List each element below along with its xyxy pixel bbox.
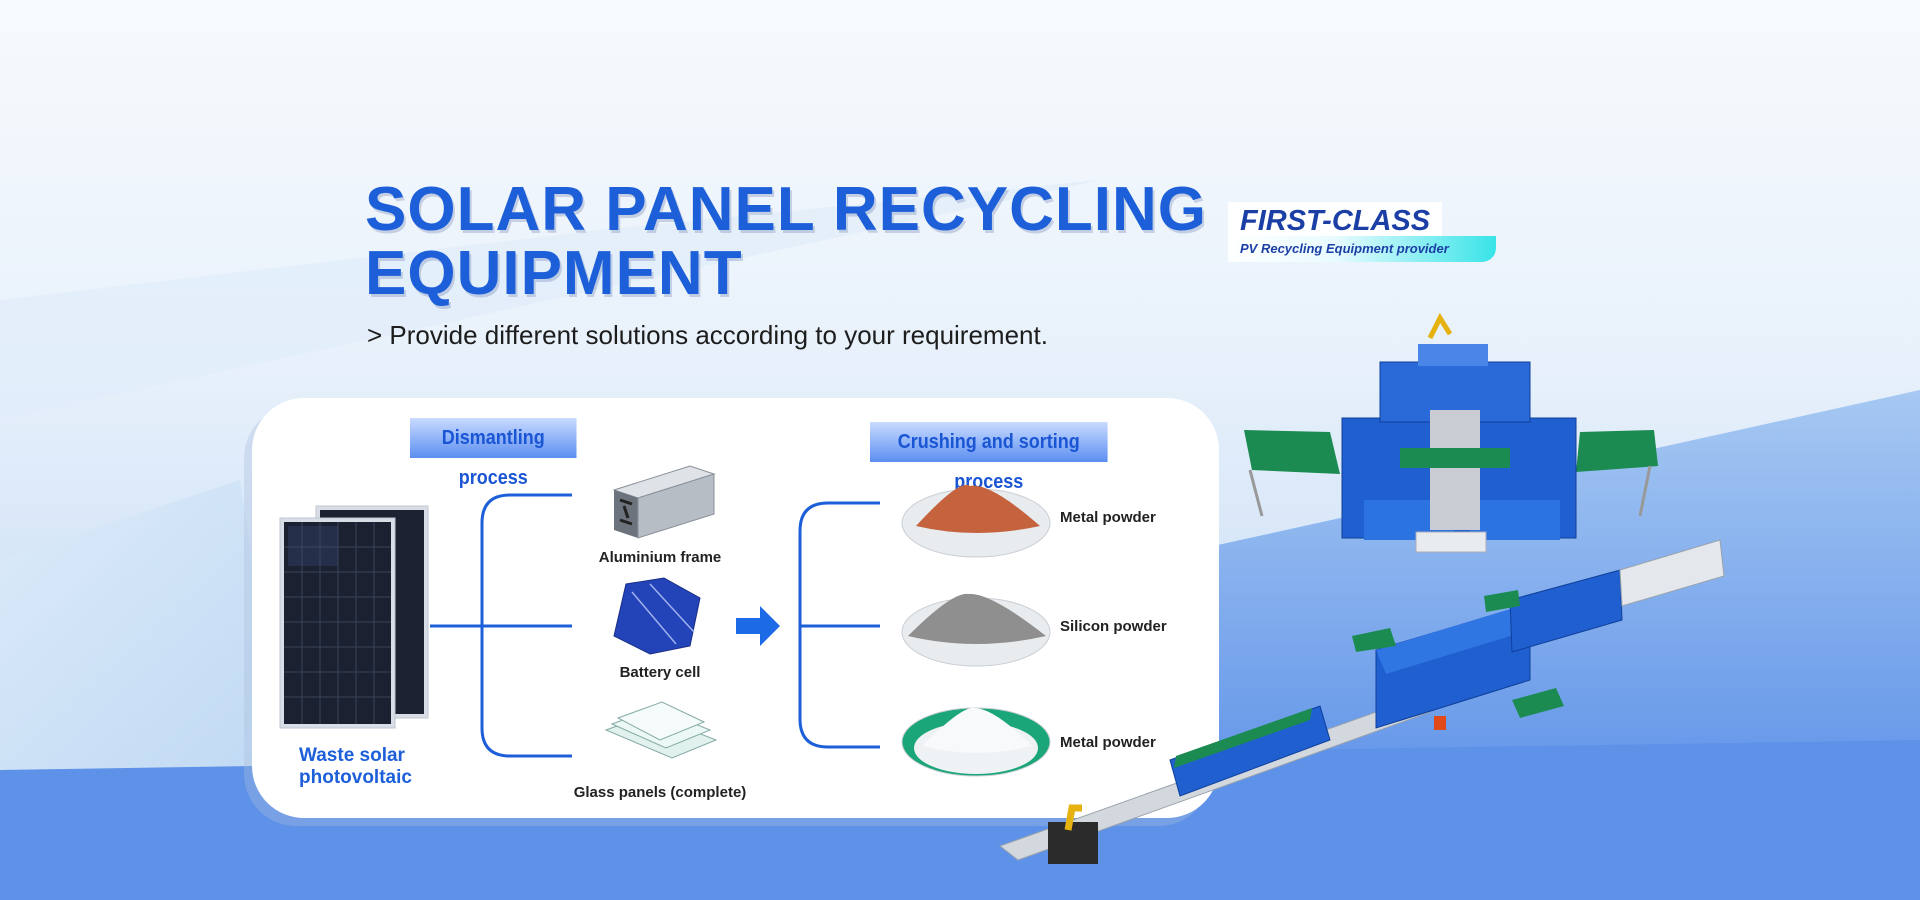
aluminium-frame-icon <box>612 465 716 539</box>
badge-subtitle: PV Recycling Equipment provider <box>1228 236 1496 262</box>
dismantling-bracket <box>430 493 572 758</box>
hero-title: SOLAR PANEL RECYCLING EQUIPMENT <box>365 178 1207 306</box>
first-class-badge: FIRST-CLASS PV Recycling Equipment provi… <box>1228 202 1498 262</box>
flow-arrow-icon <box>736 606 780 646</box>
metal-powder-white-icon <box>901 707 1051 777</box>
aluminium-frame-label: Aluminium frame <box>599 549 722 566</box>
hero-subtitle: > Provide different solutions according … <box>367 320 1048 350</box>
metal-powder-label-1: Metal powder <box>1060 509 1156 526</box>
battery-cell-label: Battery cell <box>620 664 701 681</box>
solar-panel-icon <box>279 505 429 729</box>
silicon-powder-label: Silicon powder <box>1060 618 1167 635</box>
dismantling-process-label: Dismantling process <box>410 418 577 489</box>
silicon-powder-icon <box>901 593 1051 667</box>
recycling-production-line <box>998 539 1725 864</box>
glass-panels-icon <box>604 701 718 759</box>
badge-title: FIRST-CLASS <box>1228 202 1443 238</box>
glass-panels-label: Glass panels (complete) <box>574 784 747 801</box>
waste-solar-label: Waste solar photovoltaic <box>299 745 412 788</box>
crushing-bracket <box>798 501 880 749</box>
hero-title-line2: EQUIPMENT <box>365 239 743 308</box>
hero-title-line1: SOLAR PANEL RECYCLING <box>365 175 1207 244</box>
battery-cell-icon <box>613 577 701 655</box>
metal-powder-copper-icon <box>901 484 1051 558</box>
crushing-sorting-process-label: Crushing and sorting process <box>870 422 1108 493</box>
recycling-machine-top <box>1244 312 1658 553</box>
metal-powder-label-2: Metal powder <box>1060 734 1156 751</box>
